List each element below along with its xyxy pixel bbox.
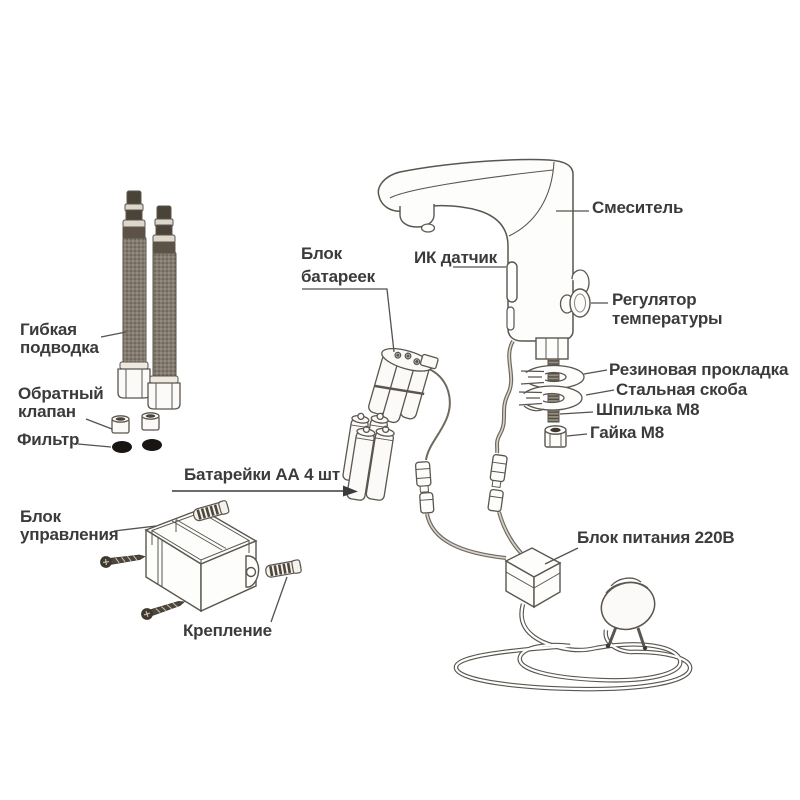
label-steel-bracket: Стальная скоба (616, 380, 747, 399)
mounting-screw-bottom (141, 600, 186, 620)
label-flexible-hose-line2: подводка (20, 338, 99, 357)
wall-plug-top (192, 500, 230, 522)
label-power-supply: Блок питания 220В (577, 528, 735, 547)
label-temp-regulator-line2: температуры (612, 309, 723, 328)
label-rubber-gasket: Резиновая прокладка (609, 360, 789, 379)
nut-m8-drawing (544, 425, 567, 448)
label-battery-pack-line1: Блок (301, 244, 342, 263)
label-check-valve: Обратный клапан (18, 385, 104, 421)
temp-regulator-drawing (559, 269, 591, 318)
label-check-valve-line1: Обратный (18, 384, 104, 403)
label-control-unit-line2: управления (20, 525, 119, 544)
mounting-screw-left (100, 554, 146, 568)
aa-batteries-drawing (342, 412, 395, 501)
label-control-unit: Блок управления (20, 507, 119, 544)
label-nut-m8: Гайка М8 (590, 423, 665, 442)
label-flexible-hose: Гибкая подводка (20, 321, 99, 357)
control-unit-drawing (144, 508, 260, 613)
power-cord-drawing (453, 603, 693, 692)
label-temp-regulator: Регулятор температуры (612, 290, 723, 328)
cables-drawing (414, 339, 523, 560)
leader-lines (77, 210, 615, 623)
label-filter: Фильтр (17, 430, 80, 449)
filters-drawing (112, 439, 162, 453)
wall-plug-right (265, 559, 302, 578)
label-check-valve-line2: клапан (18, 402, 76, 421)
power-plug-drawing (600, 577, 656, 651)
label-flexible-hose-line1: Гибкая (20, 320, 77, 339)
label-temp-regulator-line1: Регулятор (612, 290, 697, 309)
ir-sensor-window (506, 261, 518, 303)
label-battery-pack-line2: батареек (301, 267, 375, 286)
label-batteries-aa: Батарейки АА 4 шт (184, 465, 340, 484)
battery-pack-drawing (368, 347, 439, 424)
cable-connectors-drawing (414, 454, 508, 514)
check-valves-drawing (111, 412, 160, 434)
power-supply-drawing (504, 547, 562, 609)
label-mounting: Крепление (183, 621, 272, 640)
label-ir-sensor: ИК датчик (414, 248, 497, 267)
label-control-unit-line1: Блок (20, 507, 61, 526)
label-battery-pack: Блок батареек (301, 242, 375, 288)
flexible-hoses-drawing (117, 190, 181, 410)
label-mixer: Смеситель (592, 198, 684, 217)
batteries-arrow (172, 485, 358, 497)
label-stud-m8: Шпилька М8 (596, 400, 700, 419)
gasket-bracket-drawing (517, 364, 585, 448)
